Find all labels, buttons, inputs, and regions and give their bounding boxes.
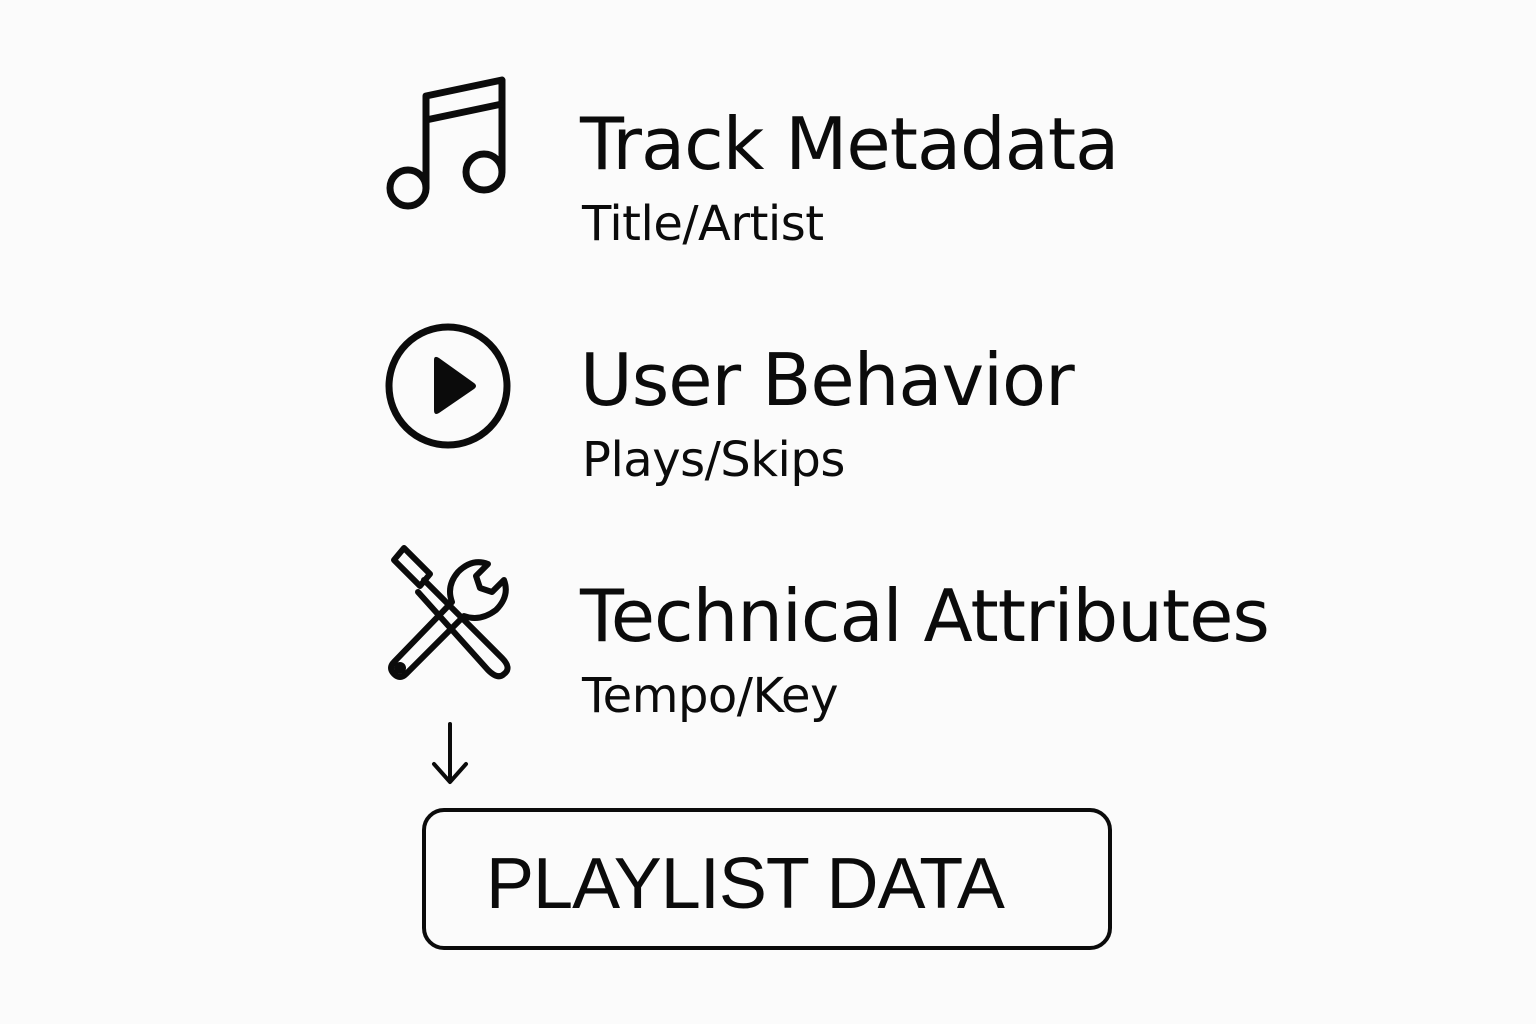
tools-icon — [384, 540, 524, 680]
music-note-icon — [384, 74, 512, 214]
playlist-data-box: PLAYLIST DATA — [422, 808, 1112, 950]
source-subtitle-track-metadata: Title/Artist — [582, 196, 824, 252]
source-title-technical-attributes: Technical Attributes — [580, 574, 1270, 658]
play-circle-icon — [384, 320, 512, 452]
source-title-track-metadata: Track Metadata — [580, 102, 1119, 186]
arrow-down-icon — [430, 722, 470, 786]
source-subtitle-user-behavior: Plays/Skips — [582, 432, 845, 488]
playlist-data-label: PLAYLIST DATA — [486, 844, 1005, 924]
source-title-user-behavior: User Behavior — [580, 338, 1075, 422]
source-subtitle-technical-attributes: Tempo/Key — [582, 668, 838, 724]
